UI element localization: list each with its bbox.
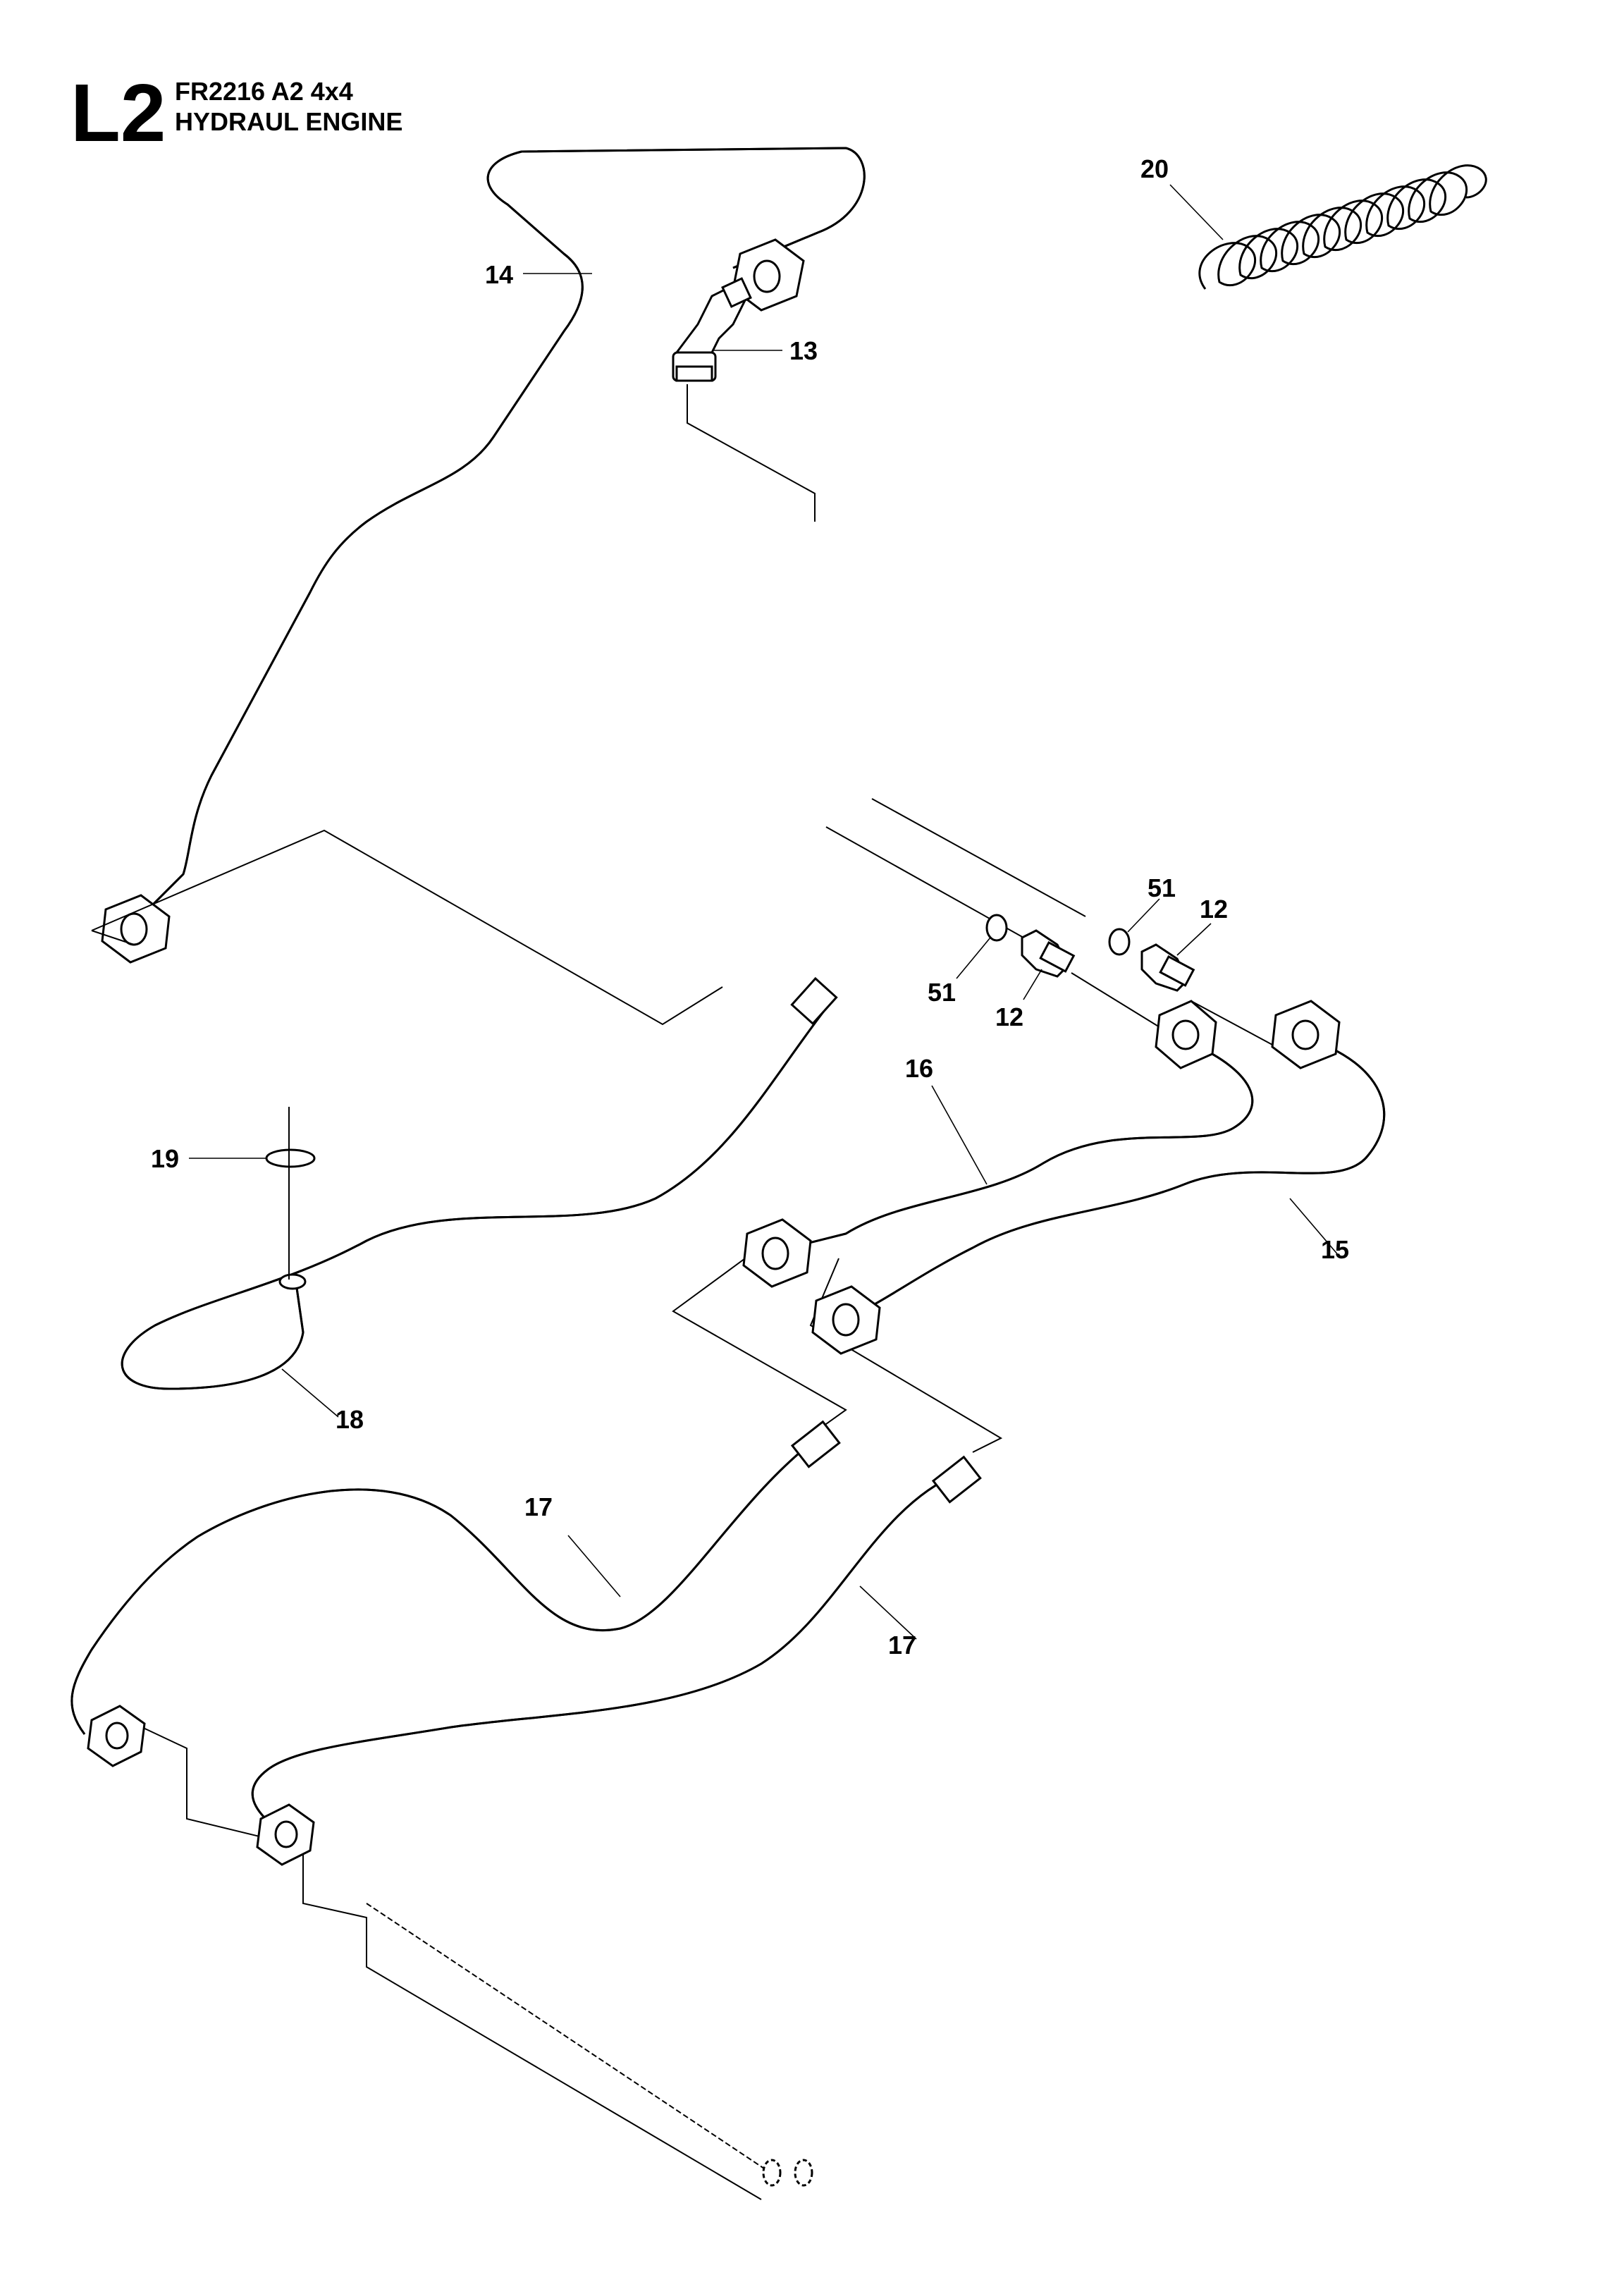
o-ring-51-left <box>985 914 1008 942</box>
callout-17-right: 17 <box>888 1631 916 1659</box>
hose-17-right-part <box>251 1455 982 1866</box>
callout-14: 14 <box>485 260 513 289</box>
mounting-guide-lines <box>91 798 1284 2200</box>
coil-spring-part <box>1169 164 1487 290</box>
guide-line-13 <box>687 384 816 522</box>
callout-18: 18 <box>336 1405 364 1434</box>
callout-13: 13 <box>789 336 818 365</box>
hose-15-part <box>811 1000 1386 1355</box>
pipe-14-part <box>101 147 866 964</box>
hose-17-left-part <box>70 1420 841 1767</box>
callout-labels: 20 14 13 51 12 51 12 16 19 15 18 17 17 <box>151 154 1349 1659</box>
callout-12-right: 12 <box>1200 895 1228 924</box>
section-title: HYDRAUL ENGINE <box>175 107 402 136</box>
callout-12-left: 12 <box>995 1002 1023 1031</box>
callout-15: 15 <box>1321 1235 1349 1264</box>
clamp-19-part <box>189 1107 316 1280</box>
adapter-12-left-part <box>956 914 1076 1000</box>
bottom-clips <box>762 2159 813 2187</box>
section-code: L2 <box>70 67 166 159</box>
model-title: FR2216 A2 4x4 <box>175 77 353 106</box>
callout-16: 16 <box>905 1054 933 1083</box>
callout-20: 20 <box>1140 154 1169 183</box>
callout-17-left: 17 <box>524 1492 553 1521</box>
callout-51-left: 51 <box>928 978 956 1007</box>
callout-51-right: 51 <box>1148 873 1176 902</box>
elbow-fitting-13-part <box>672 277 816 522</box>
callout-19: 19 <box>151 1144 179 1173</box>
hose-18-part <box>121 976 838 1418</box>
leader-20 <box>1169 184 1224 240</box>
hose-16-part <box>742 1000 1254 1288</box>
header: L2 FR2216 A2 4x4 HYDRAUL ENGINE <box>70 67 402 159</box>
adapter-12-right-part <box>1108 898 1212 992</box>
o-ring-51-right <box>1108 928 1131 956</box>
